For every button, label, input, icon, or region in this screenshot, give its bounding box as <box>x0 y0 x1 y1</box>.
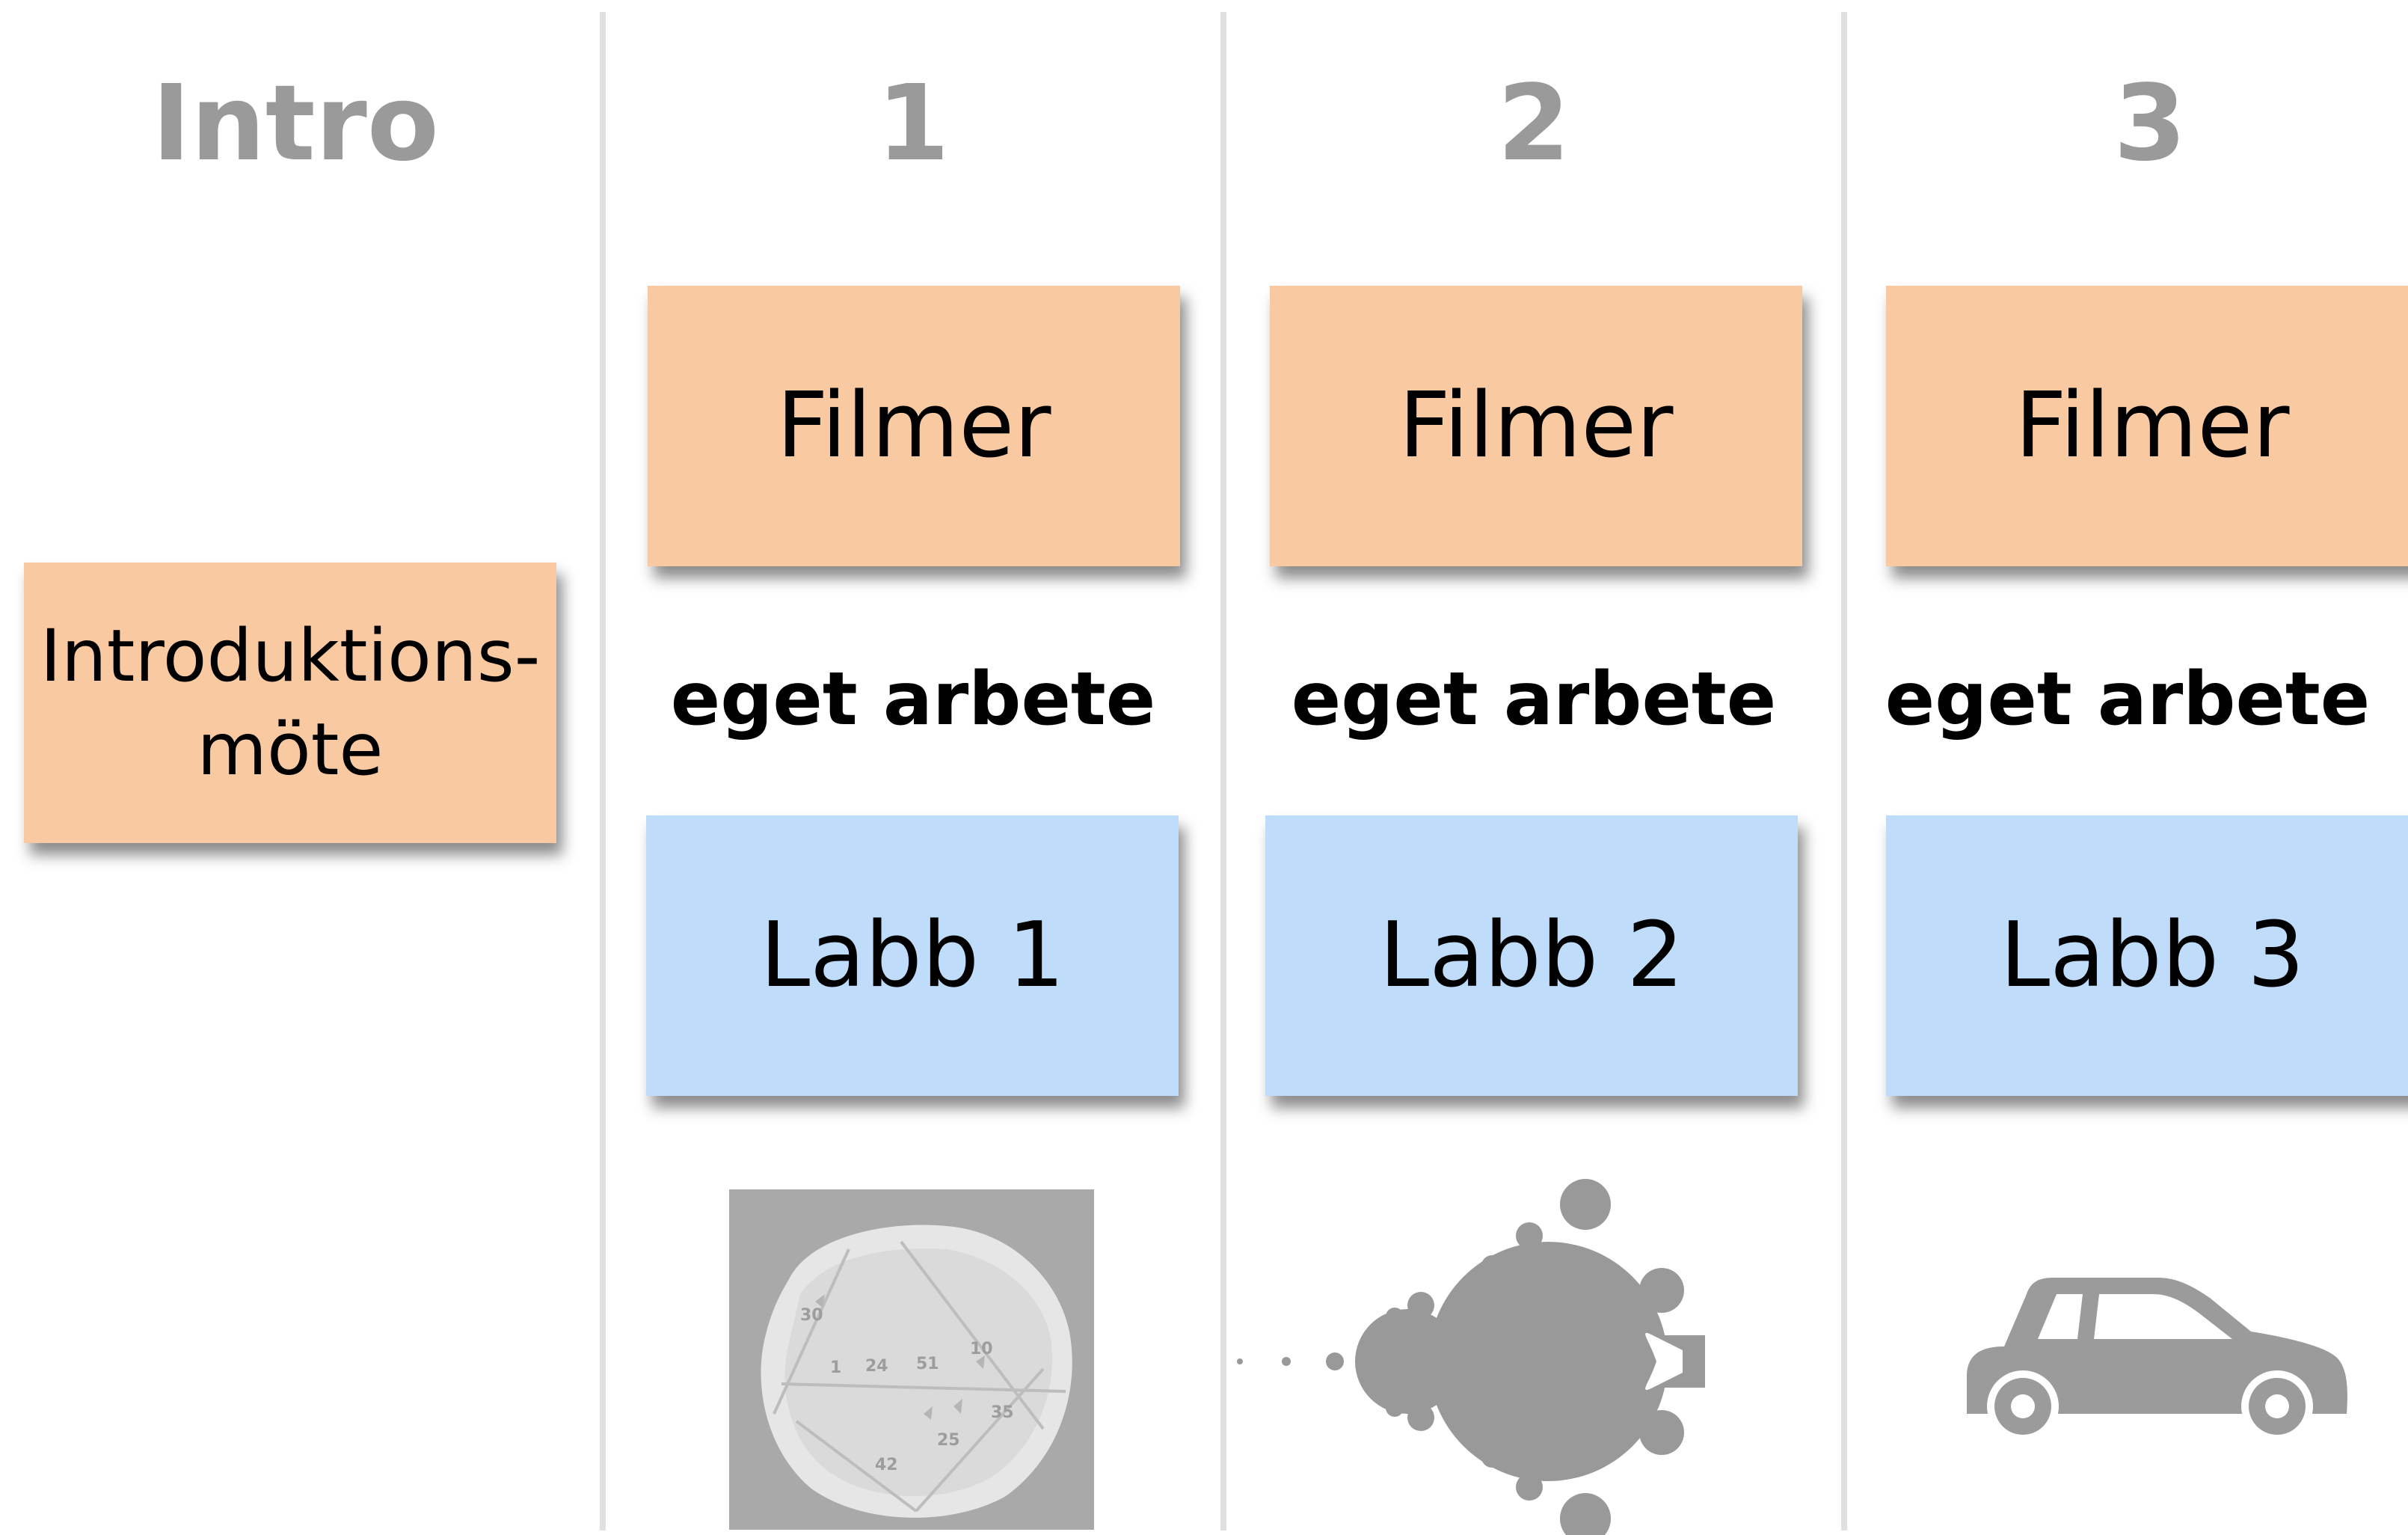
lab-box-2: Labb 2 <box>1265 815 1798 1096</box>
tablet-number-42: 42 <box>875 1456 898 1474</box>
tablet-number-10: 10 <box>970 1340 993 1358</box>
car-icon <box>1967 1278 2347 1442</box>
tablet-number-51: 51 <box>916 1355 939 1373</box>
column-heading-3: 3 <box>2113 62 2187 185</box>
mandelbrot-fractal-icon <box>1237 1179 1705 1535</box>
films-box-1: Filmer <box>648 286 1180 566</box>
films-box-2: Filmer <box>1270 286 1802 566</box>
lab-label-1: Labb 1 <box>760 903 1065 1008</box>
column-divider-1 <box>600 12 606 1531</box>
tablet-number-30: 30 <box>800 1306 823 1325</box>
column-divider-3 <box>1841 12 1847 1531</box>
clay-tablet-image: 30 1 24 51 10 35 25 42 <box>729 1189 1094 1530</box>
films-label-1: Filmer <box>776 373 1051 478</box>
tablet-number-25: 25 <box>937 1431 960 1450</box>
own-work-label-1: eget arbete <box>670 657 1156 742</box>
films-label-2: Filmer <box>1398 373 1674 478</box>
lab-label-3: Labb 3 <box>2000 903 2305 1008</box>
films-label-3: Filmer <box>2015 373 2290 478</box>
column-divider-2 <box>1220 12 1226 1531</box>
intro-meeting-label: Introduktions- möte <box>40 613 541 791</box>
lab-label-2: Labb 2 <box>1379 903 1684 1008</box>
tablet-number-1: 1 <box>830 1358 841 1377</box>
lab-box-1: Labb 1 <box>646 815 1179 1096</box>
intro-meeting-box: Introduktions- möte <box>24 563 556 843</box>
lab-box-3: Labb 3 <box>1886 815 2408 1096</box>
films-box-3: Filmer <box>1886 286 2408 566</box>
column-heading-intro: Intro <box>152 62 439 185</box>
own-work-label-2: eget arbete <box>1291 657 1777 742</box>
tablet-number-24: 24 <box>865 1357 888 1376</box>
tablet-number-35: 35 <box>991 1403 1014 1422</box>
column-heading-2: 2 <box>1497 62 1570 185</box>
own-work-label-3: eget arbete <box>1885 657 2371 742</box>
column-heading-1: 1 <box>876 62 950 185</box>
